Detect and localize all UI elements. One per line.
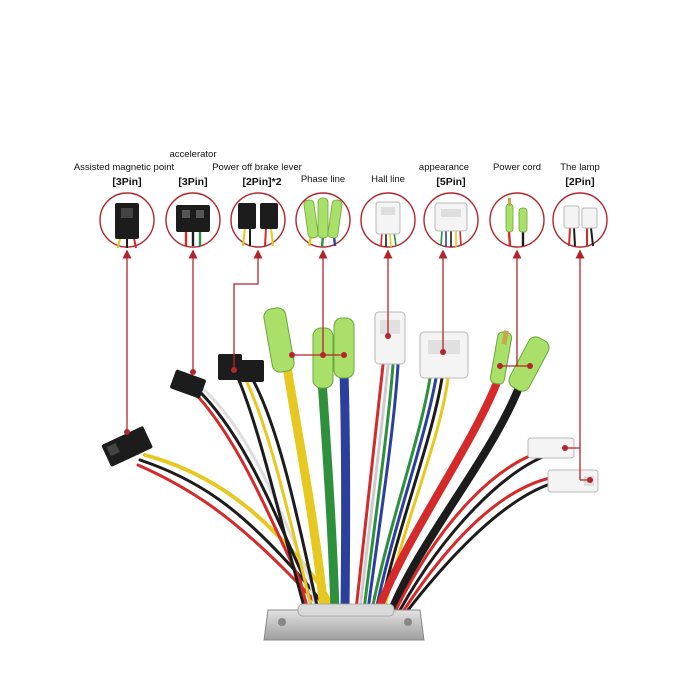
white-multi-pin-connector-icon [360,192,416,248]
harness-connectors [101,307,599,493]
green-bullet-terminal-icon [295,192,351,248]
label-lamp: The lamp [560,162,600,173]
power-cord-terminals [489,330,550,392]
label-appearance: appearance [419,162,469,173]
pins-accelerator: [3Pin] [178,176,207,188]
black-3pin-connector-icon [165,192,221,248]
accelerator-connector [170,369,206,399]
wire-bundle [136,355,552,615]
detail-circles [99,192,608,249]
pins-brake: [2Pin]*2 [242,176,281,188]
bullet-power-terminal-icon [489,192,545,248]
brake-connector [218,354,264,382]
pointer-brake [233,249,263,370]
pins-lamp: [2Pin] [565,176,594,188]
white-5pin-connector-icon [423,192,479,248]
pins-assist: [3Pin] [112,176,141,188]
label-hall: Hall line [371,174,405,185]
label-accelerator: accelerator [170,149,217,160]
controller-housing [263,603,425,641]
appearance-connector [419,331,469,379]
dual-black-2pin-connector-icon [230,192,286,248]
label-power-cord: Power cord [493,162,541,173]
connector-labels: Assisted magnetic point [3Pin] accelerat… [74,149,600,188]
label-phase: Phase line [301,174,345,185]
white-2pin-connector-icon [552,192,608,248]
label-assist: Assisted magnetic point [74,162,175,173]
phase-terminals [263,307,355,389]
label-brake: Power off brake lever [212,162,302,173]
pins-appearance: [5Pin] [436,176,465,188]
black-3pin-connector-icon [99,192,155,249]
pointer-lines [122,249,593,483]
lamp-connectors [527,437,599,493]
assist-connector [101,426,153,467]
